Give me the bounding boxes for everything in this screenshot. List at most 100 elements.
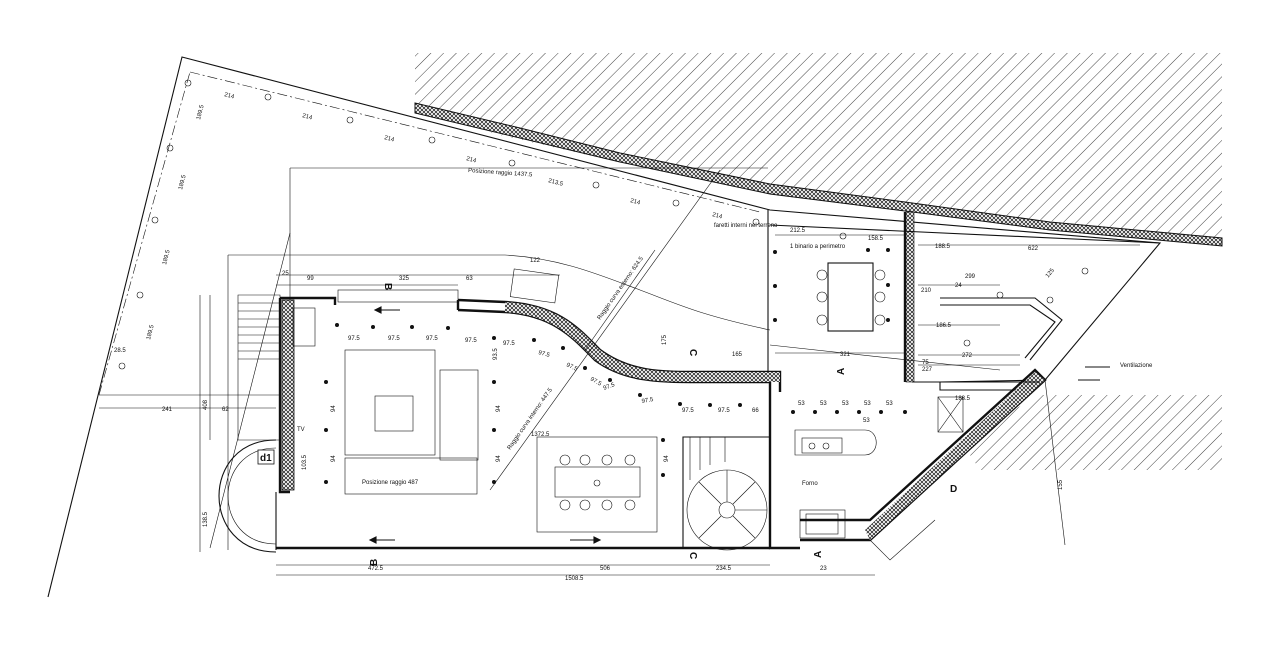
garden-lights — [118, 79, 760, 370]
svg-text:97.5: 97.5 — [565, 362, 579, 373]
svg-text:99: 99 — [307, 276, 314, 282]
svg-text:1372.5: 1372.5 — [531, 432, 550, 438]
svg-text:138.5: 138.5 — [203, 511, 209, 527]
svg-text:Forno: Forno — [802, 481, 818, 487]
svg-text:A: A — [813, 551, 824, 558]
site-boundary — [47, 56, 1161, 598]
dimension-lines — [99, 234, 1140, 576]
svg-text:66: 66 — [752, 408, 759, 414]
construction-lines — [228, 167, 1066, 561]
svg-text:189.5: 189.5 — [162, 249, 172, 266]
svg-text:Posizione raggio 1437.5: Posizione raggio 1437.5 — [468, 168, 533, 179]
svg-text:Raggio curva interno: 447.5: Raggio curva interno: 447.5 — [507, 387, 555, 451]
svg-text:94: 94 — [664, 455, 670, 462]
svg-text:25: 25 — [282, 271, 289, 277]
svg-text:97.5: 97.5 — [465, 338, 477, 344]
svg-text:94: 94 — [496, 455, 502, 462]
svg-text:212.5: 212.5 — [790, 228, 806, 234]
svg-text:214: 214 — [223, 92, 235, 101]
svg-text:d1: d1 — [260, 453, 272, 464]
svg-text:53: 53 — [798, 401, 805, 407]
svg-text:241: 241 — [162, 407, 173, 413]
svg-text:97.5: 97.5 — [388, 336, 400, 342]
svg-text:53: 53 — [820, 401, 827, 407]
svg-text:93.5: 93.5 — [493, 348, 499, 360]
svg-text:23: 23 — [820, 566, 827, 572]
svg-text:B: B — [382, 283, 393, 290]
kitchen-fixtures — [794, 396, 964, 539]
svg-text:125: 125 — [1045, 267, 1056, 279]
svg-text:97.5: 97.5 — [682, 408, 694, 414]
svg-text:97.5: 97.5 — [426, 336, 438, 342]
svg-text:472.5: 472.5 — [368, 566, 384, 572]
svg-text:63: 63 — [466, 276, 473, 282]
svg-text:122: 122 — [530, 258, 541, 264]
svg-text:97.5: 97.5 — [718, 408, 730, 414]
svg-text:94: 94 — [331, 455, 337, 462]
svg-text:175: 175 — [662, 334, 668, 345]
svg-text:214: 214 — [711, 212, 723, 221]
svg-text:75: 75 — [922, 360, 929, 366]
ceiling-lights — [324, 232, 1089, 487]
svg-text:faretti interni nel terreno: faretti interni nel terreno — [714, 223, 778, 229]
svg-text:62: 62 — [222, 407, 229, 413]
svg-text:189.5: 189.5 — [178, 174, 188, 191]
spiral-staircase — [682, 436, 771, 551]
svg-text:Raggio curva esterno: 624.5: Raggio curva esterno: 624.5 — [597, 255, 646, 321]
building-outline — [275, 210, 1162, 550]
svg-text:213.5: 213.5 — [547, 178, 564, 188]
svg-text:53: 53 — [886, 401, 893, 407]
terrain-hatch — [415, 53, 1222, 470]
svg-text:TV: TV — [297, 427, 305, 433]
svg-text:214: 214 — [301, 113, 313, 122]
svg-text:189.5: 189.5 — [196, 104, 206, 121]
svg-text:1508.5: 1508.5 — [565, 576, 584, 582]
svg-text:506: 506 — [600, 566, 611, 572]
svg-text:325: 325 — [399, 276, 410, 282]
svg-text:97.5: 97.5 — [503, 341, 515, 347]
plan-dimensions: 99 325 63 122 165 321 158.5 188.5 299 24… — [162, 236, 1056, 582]
boundary-dimensions: 214 214 214 214 213.5 214 214 212.5 189.… — [114, 92, 806, 354]
svg-text:97.5: 97.5 — [641, 397, 654, 405]
svg-text:188.5: 188.5 — [935, 244, 951, 250]
svg-text:214: 214 — [465, 156, 477, 165]
svg-text:B: B — [369, 559, 380, 566]
svg-text:155: 155 — [1058, 479, 1064, 490]
svg-text:97.5: 97.5 — [348, 336, 360, 342]
terrace-left — [209, 232, 291, 553]
living-spacing-dimensions: 97.5 97.5 97.5 97.5 97.5 97.5 97.5 97.5 … — [348, 336, 759, 414]
svg-text:165: 165 — [732, 352, 743, 358]
svg-text:103.5: 103.5 — [302, 454, 308, 470]
svg-text:234.5: 234.5 — [716, 566, 732, 572]
svg-text:272: 272 — [962, 353, 973, 359]
svg-text:214: 214 — [383, 135, 395, 144]
svg-text:227: 227 — [922, 367, 933, 373]
retaining-wall — [414, 102, 1223, 247]
svg-text:214: 214 — [629, 198, 641, 207]
svg-text:189.5: 189.5 — [146, 324, 156, 341]
svg-text:Ventilazione: Ventilazione — [1120, 363, 1153, 369]
svg-text:188.5: 188.5 — [955, 396, 971, 402]
section-arrows — [368, 306, 1110, 544]
svg-text:C: C — [687, 552, 698, 559]
svg-text:299: 299 — [965, 274, 976, 280]
svg-text:94: 94 — [496, 405, 502, 412]
svg-text:408: 408 — [203, 399, 209, 410]
svg-text:Posizione raggio 487: Posizione raggio 487 — [362, 480, 419, 486]
svg-text:D: D — [950, 484, 957, 495]
svg-text:53: 53 — [842, 401, 849, 407]
svg-text:24: 24 — [955, 283, 962, 289]
svg-text:210: 210 — [921, 288, 932, 294]
svg-text:53: 53 — [864, 401, 871, 407]
svg-text:622: 622 — [1028, 246, 1039, 252]
svg-text:53: 53 — [863, 418, 870, 424]
section-markers: B B A A C C D d1 — [257, 283, 957, 566]
kitchen-spacing-dimensions: 53 53 53 53 53 — [798, 401, 893, 407]
vertical-dimensions: 94 94 94 94 94 175 1372.5 93.5 188.5 155 — [331, 334, 1064, 490]
svg-text:94: 94 — [331, 405, 337, 412]
svg-text:158.5: 158.5 — [868, 236, 884, 242]
svg-text:28.5: 28.5 — [114, 348, 126, 354]
svg-text:1 binario a perimetro: 1 binario a perimetro — [790, 244, 846, 250]
svg-text:C: C — [687, 349, 698, 356]
svg-text:97.5: 97.5 — [589, 377, 603, 388]
